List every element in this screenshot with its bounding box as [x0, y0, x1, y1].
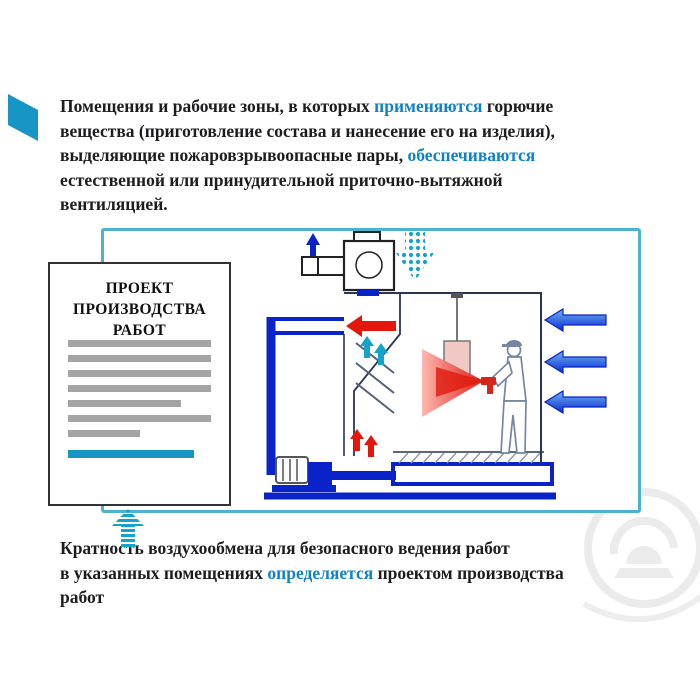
section-marker-icon — [8, 94, 38, 141]
highlighted-term: определяется — [267, 562, 374, 583]
exhaust-air-arrow — [346, 315, 396, 337]
text-segment: Кратность воздухообмена для безопасного … — [60, 538, 510, 583]
document-text-lines — [68, 340, 211, 466]
highlighted-term: применяются — [374, 96, 483, 116]
air-intake-arrows — [543, 307, 607, 415]
text-line-bar — [68, 355, 211, 362]
text-line-bar — [68, 400, 181, 407]
floor-grating — [398, 452, 541, 464]
text-line-bar — [68, 385, 211, 392]
text-line-bar — [68, 430, 140, 437]
ventilation-diagram — [264, 231, 607, 500]
text-line-bar — [68, 415, 211, 422]
intro-paragraph: Помещения и рабочие зоны, в которых прим… — [60, 94, 652, 217]
hot-air-up-arrows — [350, 429, 378, 457]
text-line-bar — [68, 340, 211, 347]
booth-chamber-outline — [344, 292, 542, 464]
airflow-up-arrows — [360, 336, 388, 365]
spray-gun — [481, 377, 496, 394]
painter-worker — [491, 340, 527, 454]
watermark-logo-icon — [582, 488, 700, 623]
text-segment: Помещения и рабочие зоны, в которых — [60, 96, 375, 116]
text-segment: проектом производства работ — [60, 562, 564, 608]
conclusion-paragraph: Кратность воздухообмена для безопасного … — [60, 536, 652, 610]
document-title-line: РАБОТ — [112, 322, 167, 339]
text-segment: естественной или принудительной приточно… — [60, 169, 503, 215]
text-line-bar — [68, 370, 211, 377]
exhaust-baffle-wall — [266, 293, 401, 475]
spray-cone — [422, 349, 484, 417]
text-segment: горючие вещества (приготовление состава … — [60, 96, 555, 165]
floor-basin — [391, 451, 554, 486]
document-title-line: ПРОИЗВОДСТВА — [73, 301, 206, 318]
work-plan-document: ПРОЕКТ ПРОИЗВОДСТВА РАБОТ — [48, 262, 231, 506]
exhaust-fan-unit — [272, 456, 396, 492]
exhaust-out-arrow — [306, 233, 320, 257]
roof-fan-unit — [301, 231, 396, 296]
document-title-line: ПРОЕКТ — [105, 280, 174, 297]
document-title: ПРОЕКТ ПРОИЗВОДСТВА РАБОТ — [50, 278, 229, 341]
striped-up-arrow-icon — [112, 509, 144, 549]
text-line-bar-highlight — [68, 450, 194, 458]
dotted-down-arrow-icon — [394, 231, 436, 281]
highlighted-term: обеспечиваются — [407, 145, 536, 165]
baffle-plates — [355, 342, 395, 414]
